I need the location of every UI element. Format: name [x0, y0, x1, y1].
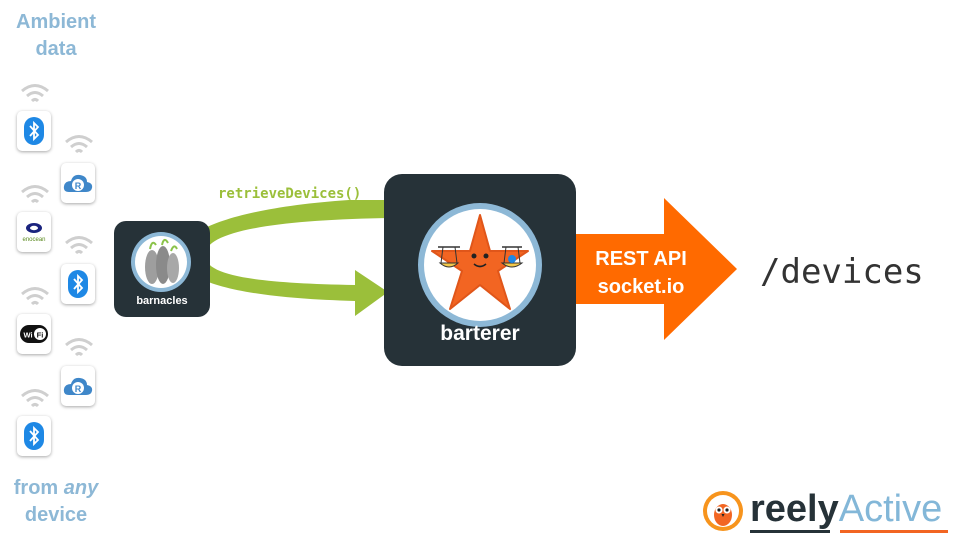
device-tile-enocean: enocean	[17, 212, 51, 252]
brand-part-2: Active	[838, 488, 943, 530]
bluetooth-icon	[24, 117, 44, 145]
reelyactive-cloud-icon: R	[63, 174, 93, 192]
wifi-signal-icon	[65, 236, 93, 255]
bluetooth-icon	[24, 422, 44, 450]
brand-underline-dark	[750, 530, 830, 533]
reelyactive-logo: reelyActive	[702, 488, 952, 534]
any-device-caption: from any device	[0, 475, 112, 529]
rest-api-arrow	[576, 198, 737, 340]
wifi-signal-icon	[21, 84, 49, 103]
barnacles-icon	[131, 232, 191, 292]
wifi-logo-icon: Wi Fi	[20, 325, 48, 343]
barterer-box: barterer	[384, 174, 576, 366]
wifi-signal-icon	[21, 287, 49, 306]
svg-text:R: R	[75, 384, 82, 394]
svg-text:Fi: Fi	[37, 331, 44, 340]
reelyactive-wordmark: reelyActive	[750, 486, 942, 532]
rest-api-line-2: socket.io	[597, 276, 685, 298]
brand-part-1: reely	[750, 488, 839, 530]
device-tile-bluetooth	[17, 111, 51, 151]
reelyactive-cloud-icon: R	[63, 377, 93, 395]
device-tile-wifi: Wi Fi	[17, 314, 51, 354]
caption-line-2: device	[24, 504, 88, 526]
rest-api-label: REST API socket.io	[578, 245, 704, 301]
enocean-text: enocean	[22, 237, 45, 243]
retrieve-devices-label: retrieveDevices()	[218, 186, 362, 202]
retrieve-devices-arrow	[180, 200, 390, 316]
barnacles-label: barnacles	[136, 295, 188, 307]
enocean-icon: enocean	[22, 223, 46, 243]
svg-text:Wi: Wi	[23, 331, 32, 340]
wifi-signal-icon	[65, 338, 93, 357]
barnacles-box: barnacles	[114, 221, 210, 317]
brand-underline-orange	[840, 530, 948, 533]
device-tile-reelyactive: R	[61, 366, 95, 406]
ambient-data-title: Ambient data	[0, 9, 112, 63]
svg-text:R: R	[75, 181, 82, 191]
barterer-label: barterer	[440, 322, 520, 345]
title-line-2: data	[35, 38, 77, 60]
reelyactive-owl-icon	[703, 491, 743, 531]
wifi-signal-icon	[21, 389, 49, 408]
devices-endpoint-label: /devices	[760, 252, 924, 292]
title-line-1: Ambient	[16, 11, 96, 33]
caption-line-1: from any	[13, 477, 99, 499]
bluetooth-icon	[68, 270, 88, 298]
device-tile-bluetooth	[61, 264, 95, 304]
device-tile-reelyactive: R	[61, 163, 95, 203]
wifi-signal-icon	[65, 135, 93, 154]
device-tile-bluetooth	[17, 416, 51, 456]
wifi-signal-icon	[21, 185, 49, 204]
barterer-starfish-icon	[418, 203, 542, 327]
rest-api-line-1: REST API	[595, 248, 687, 270]
